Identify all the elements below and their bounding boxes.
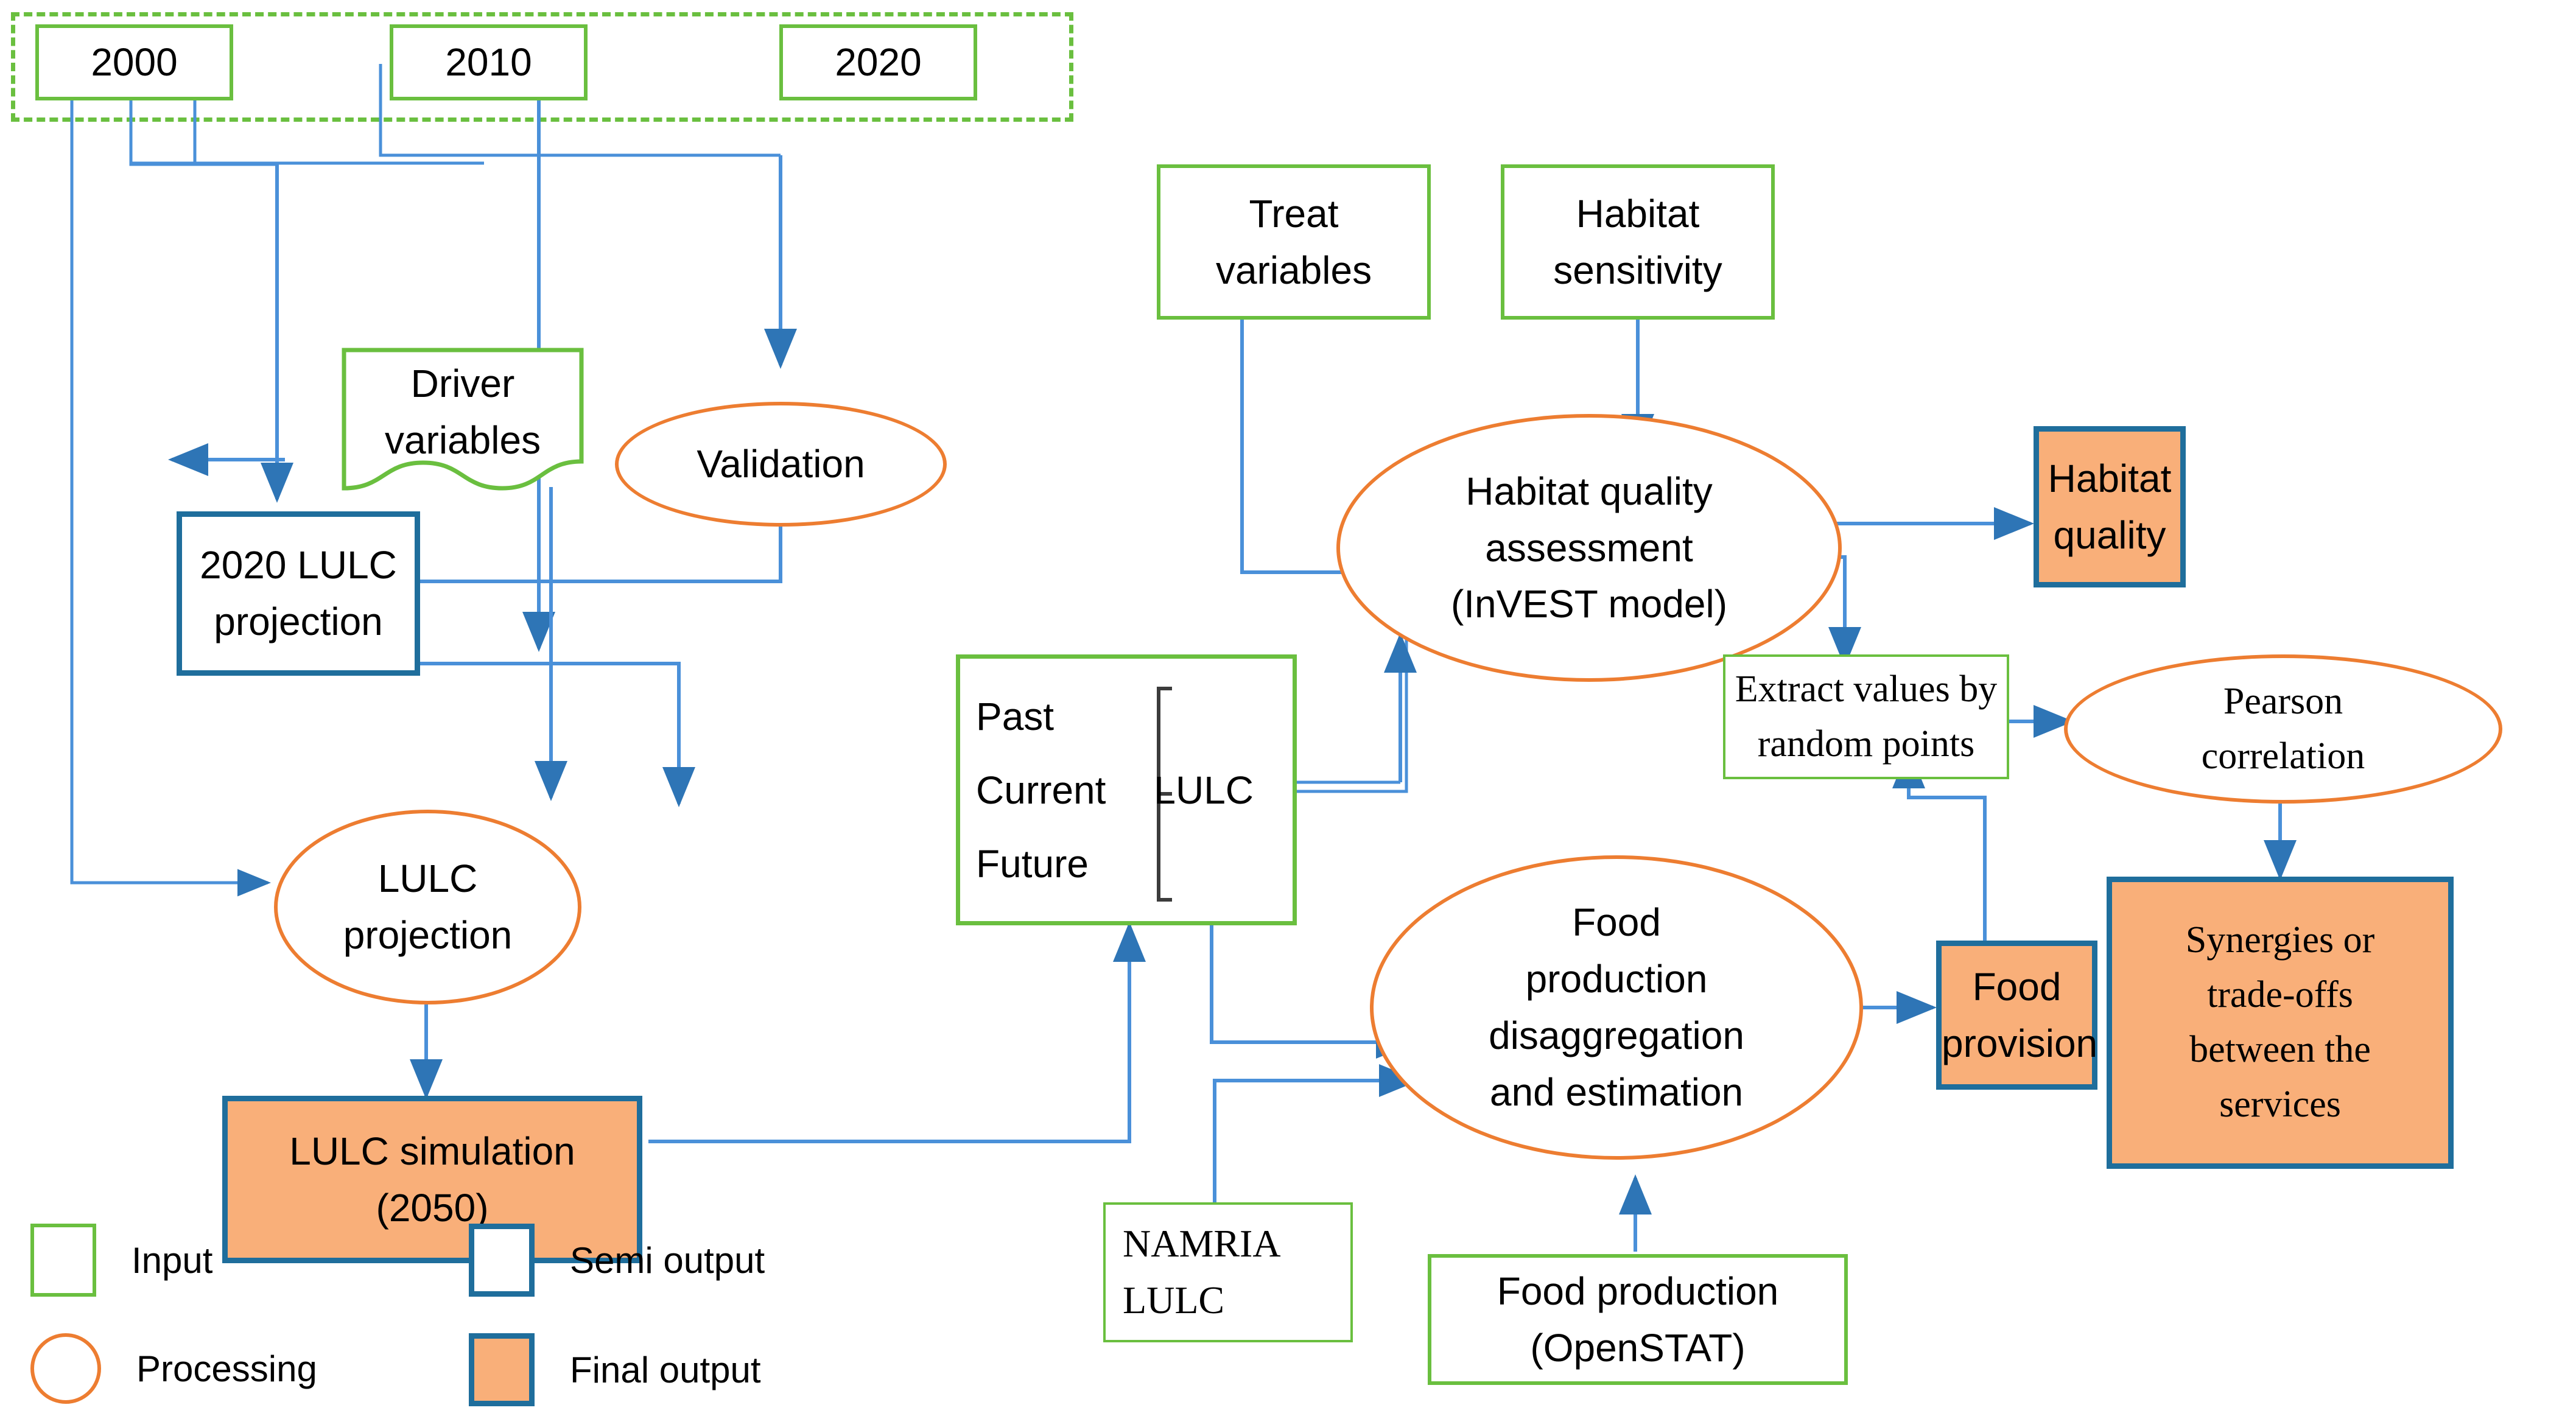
- legend-label-processing: Processing: [136, 1348, 317, 1389]
- input-food-production-openstat[interactable]: Food production (OpenSTAT): [1428, 1254, 1848, 1385]
- input-year-2020-label: 2020: [835, 40, 922, 85]
- lulc-row-past: Past: [976, 694, 1055, 738]
- legend-item-input: Input: [30, 1224, 212, 1297]
- final-output-lulc-simulation[interactable]: LULC simulation (2050): [222, 1096, 642, 1263]
- legend-label-final-output: Final output: [570, 1349, 761, 1390]
- input-food-production-openstat-label: Food production (OpenSTAT): [1497, 1269, 1779, 1370]
- processing-validation-label: Validation: [697, 442, 865, 486]
- legend-item-semi-output: Semi output: [469, 1224, 765, 1297]
- final-output-habitat-quality-label: Habitat quality: [2048, 456, 2172, 557]
- lulc-group-label: LULC: [1154, 768, 1254, 812]
- processing-lulc-projection-label: LULC projection: [343, 857, 513, 957]
- input-lulc-timeframes[interactable]: Past Current Future LULC: [956, 654, 1297, 925]
- input-namria-lulc[interactable]: NAMRIA LULC: [1103, 1202, 1353, 1342]
- input-driver-variables[interactable]: Driver variables: [341, 347, 584, 493]
- processing-pearson-correlation-label: Pearson correlation: [2201, 680, 2365, 777]
- lulc-timeframes-inner: Past Current Future LULC: [960, 659, 1293, 921]
- legend-item-processing: Processing: [30, 1333, 317, 1404]
- legend: Input Semi output Processing Final outpu…: [30, 1224, 944, 1406]
- input-extract-values-random-points-label: Extract values by random points: [1735, 668, 1998, 765]
- final-output-habitat-quality[interactable]: Habitat quality: [2034, 426, 2186, 587]
- input-year-2010[interactable]: 2010: [390, 24, 588, 100]
- processing-habitat-quality-assessment-label: Habitat quality assessment (InVEST model…: [1450, 469, 1728, 626]
- semi-output-2020-lulc-projection-label: 2020 LULC projection: [200, 543, 397, 643]
- curly-brace-icon: [1157, 687, 1172, 902]
- legend-label-semi-output: Semi output: [570, 1239, 765, 1281]
- processing-lulc-projection[interactable]: LULC projection: [274, 810, 581, 1004]
- input-habitat-sensitivity-label: Habitat sensitivity: [1553, 191, 1722, 292]
- legend-swatch-processing: [30, 1333, 101, 1404]
- processing-pearson-correlation[interactable]: Pearson correlation: [2064, 654, 2502, 804]
- lulc-row-future: Future: [976, 841, 1089, 886]
- input-driver-variables-label: Driver variables: [384, 362, 541, 462]
- processing-food-production-disaggregation-label: Food production disaggregation and estim…: [1489, 900, 1744, 1114]
- input-year-2000-label: 2000: [91, 40, 178, 85]
- legend-swatch-final-output: [469, 1333, 535, 1406]
- processing-validation[interactable]: Validation: [615, 402, 947, 527]
- input-extract-values-random-points[interactable]: Extract values by random points: [1723, 654, 2009, 779]
- final-output-food-provision[interactable]: Food provision: [1936, 941, 2097, 1090]
- input-year-2020[interactable]: 2020: [779, 24, 977, 100]
- input-treat-variables-label: Treat variables: [1215, 191, 1372, 292]
- lulc-row-current: Current: [976, 768, 1106, 812]
- legend-swatch-input: [30, 1224, 96, 1297]
- input-treat-variables[interactable]: Treat variables: [1157, 164, 1431, 320]
- legend-swatch-semi-output: [469, 1224, 535, 1297]
- final-output-lulc-simulation-label: LULC simulation (2050): [289, 1129, 575, 1230]
- input-habitat-sensitivity[interactable]: Habitat sensitivity: [1501, 164, 1775, 320]
- final-output-food-provision-label: Food provision: [1942, 964, 2098, 1065]
- input-year-2000[interactable]: 2000: [35, 24, 233, 100]
- semi-output-2020-lulc-projection[interactable]: 2020 LULC projection: [177, 511, 420, 676]
- input-year-2010-label: 2010: [445, 40, 532, 85]
- document-shape-icon: [342, 348, 584, 491]
- final-output-synergies-tradeoffs[interactable]: Synergies or trade-offs between the serv…: [2107, 877, 2454, 1169]
- processing-habitat-quality-assessment[interactable]: Habitat quality assessment (InVEST model…: [1336, 414, 1842, 682]
- legend-item-final-output: Final output: [469, 1333, 761, 1406]
- processing-food-production-disaggregation[interactable]: Food production disaggregation and estim…: [1370, 855, 1863, 1160]
- lulc-timeframes-rows: Past Current Future: [976, 659, 1146, 921]
- legend-label-input: Input: [132, 1239, 213, 1281]
- input-namria-lulc-label: NAMRIA LULC: [1123, 1222, 1281, 1322]
- final-output-synergies-tradeoffs-label: Synergies or trade-offs between the serv…: [2185, 919, 2375, 1125]
